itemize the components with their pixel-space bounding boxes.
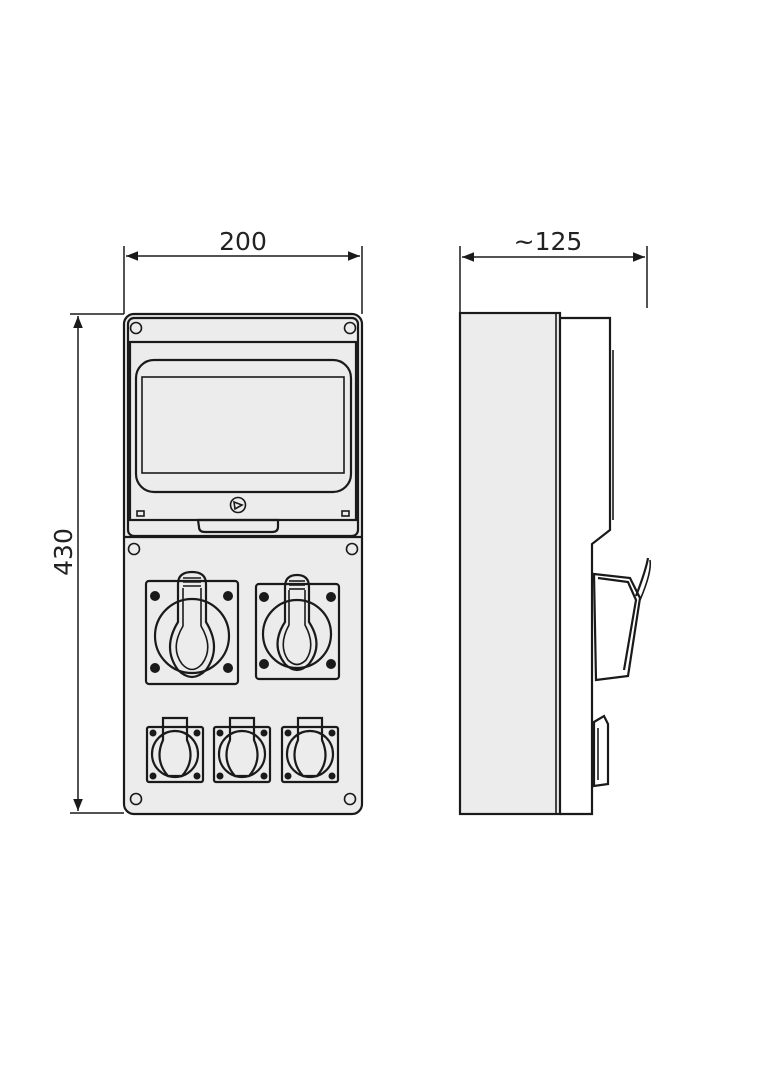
screw-icon xyxy=(345,542,359,556)
door-handle xyxy=(196,518,280,534)
screw-icon xyxy=(127,542,141,556)
breaker-window xyxy=(134,358,353,494)
schuko-socket xyxy=(212,716,272,784)
depth-dimension: ~125 xyxy=(459,227,648,313)
breaker-window-inner xyxy=(141,376,345,474)
side-cover xyxy=(560,316,612,816)
window-slot-left xyxy=(136,510,145,517)
width-dimension: 200 xyxy=(123,227,363,314)
screw-icon xyxy=(129,792,143,806)
schuko-socket xyxy=(280,716,340,784)
height-dimension: 430 xyxy=(49,313,124,814)
side-view xyxy=(458,311,652,816)
window-slot-right xyxy=(341,510,350,517)
schuko-socket xyxy=(145,716,205,784)
screw-icon xyxy=(129,321,143,335)
front-view xyxy=(122,312,364,816)
industrial-socket-large xyxy=(144,570,240,686)
depth-label: ~125 xyxy=(514,227,583,256)
width-label: 200 xyxy=(219,227,267,256)
side-body xyxy=(458,311,562,816)
height-label: 430 xyxy=(49,528,78,576)
screw-icon xyxy=(343,792,357,806)
lock-icon xyxy=(229,496,247,514)
industrial-socket-large xyxy=(254,573,341,681)
side-socket-large xyxy=(592,557,652,682)
enclosure-outline xyxy=(122,312,364,816)
side-socket-small xyxy=(592,714,610,788)
screw-icon xyxy=(343,321,357,335)
